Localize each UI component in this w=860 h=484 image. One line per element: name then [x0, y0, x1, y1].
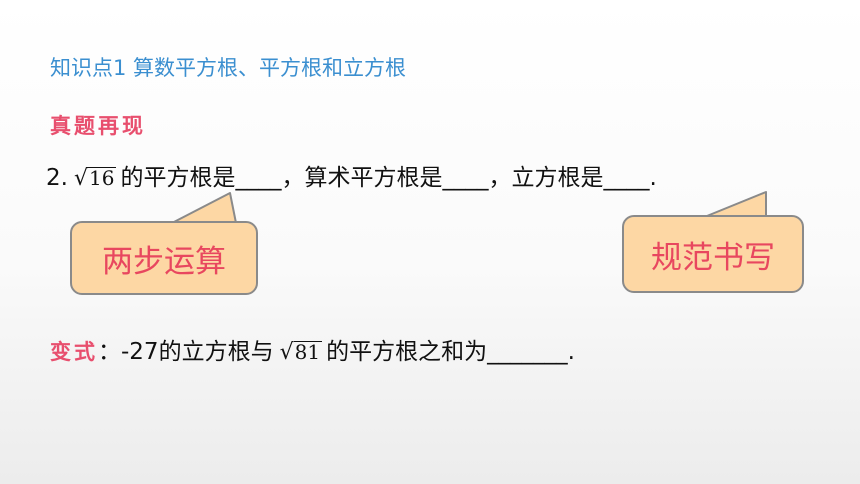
question-number: 2. — [46, 165, 68, 191]
variant-end-period: . — [567, 339, 575, 365]
question-end-period: . — [649, 165, 657, 191]
radicand: 16 — [87, 166, 117, 190]
answer-blank-2[interactable]: ____ — [442, 165, 489, 191]
radical-sign-icon: √ — [279, 340, 294, 365]
callout-text-two-steps: 两步运算 — [102, 243, 226, 280]
topic-title: 知识点1 算数平方根、平方根和立方根 — [50, 56, 407, 80]
variant-text-part2: 的平方根之和为 — [326, 339, 488, 365]
variant-text-part1: -27的立方根与 — [121, 339, 274, 365]
callout-text-standard-writing: 规范书写 — [651, 239, 775, 276]
variant-label: 变式 — [50, 339, 98, 364]
question-line: 2. √16 的平方根是 ____ ，算术平方根是 ____ ，立方根是 ___… — [46, 158, 657, 192]
radicand: 81 — [293, 340, 323, 364]
question-text-part2: ，算术平方根是 — [281, 165, 443, 191]
callout-bubble-standard-writing: 规范书写 — [622, 215, 804, 293]
radical-sign-icon: √ — [73, 166, 88, 191]
variant-answer-blank[interactable]: _______ — [487, 339, 568, 365]
sqrt-expression-16: √16 — [73, 166, 117, 191]
answer-blank-3[interactable]: ____ — [603, 165, 650, 191]
bubble-tail-left — [171, 192, 237, 224]
question-text-part1: 的平方根是 — [120, 165, 236, 191]
variant-colon: ： — [98, 339, 121, 365]
callout-bubble-two-steps: 两步运算 — [70, 221, 258, 295]
answer-blank-1[interactable]: ____ — [235, 165, 282, 191]
section-label: 真题再现 — [50, 113, 146, 138]
question-text-part3: ，立方根是 — [488, 165, 604, 191]
variant-line: 变式 ： -27的立方根与 √81 的平方根之和为 _______ . — [50, 332, 575, 366]
sqrt-expression-81: √81 — [279, 340, 323, 365]
